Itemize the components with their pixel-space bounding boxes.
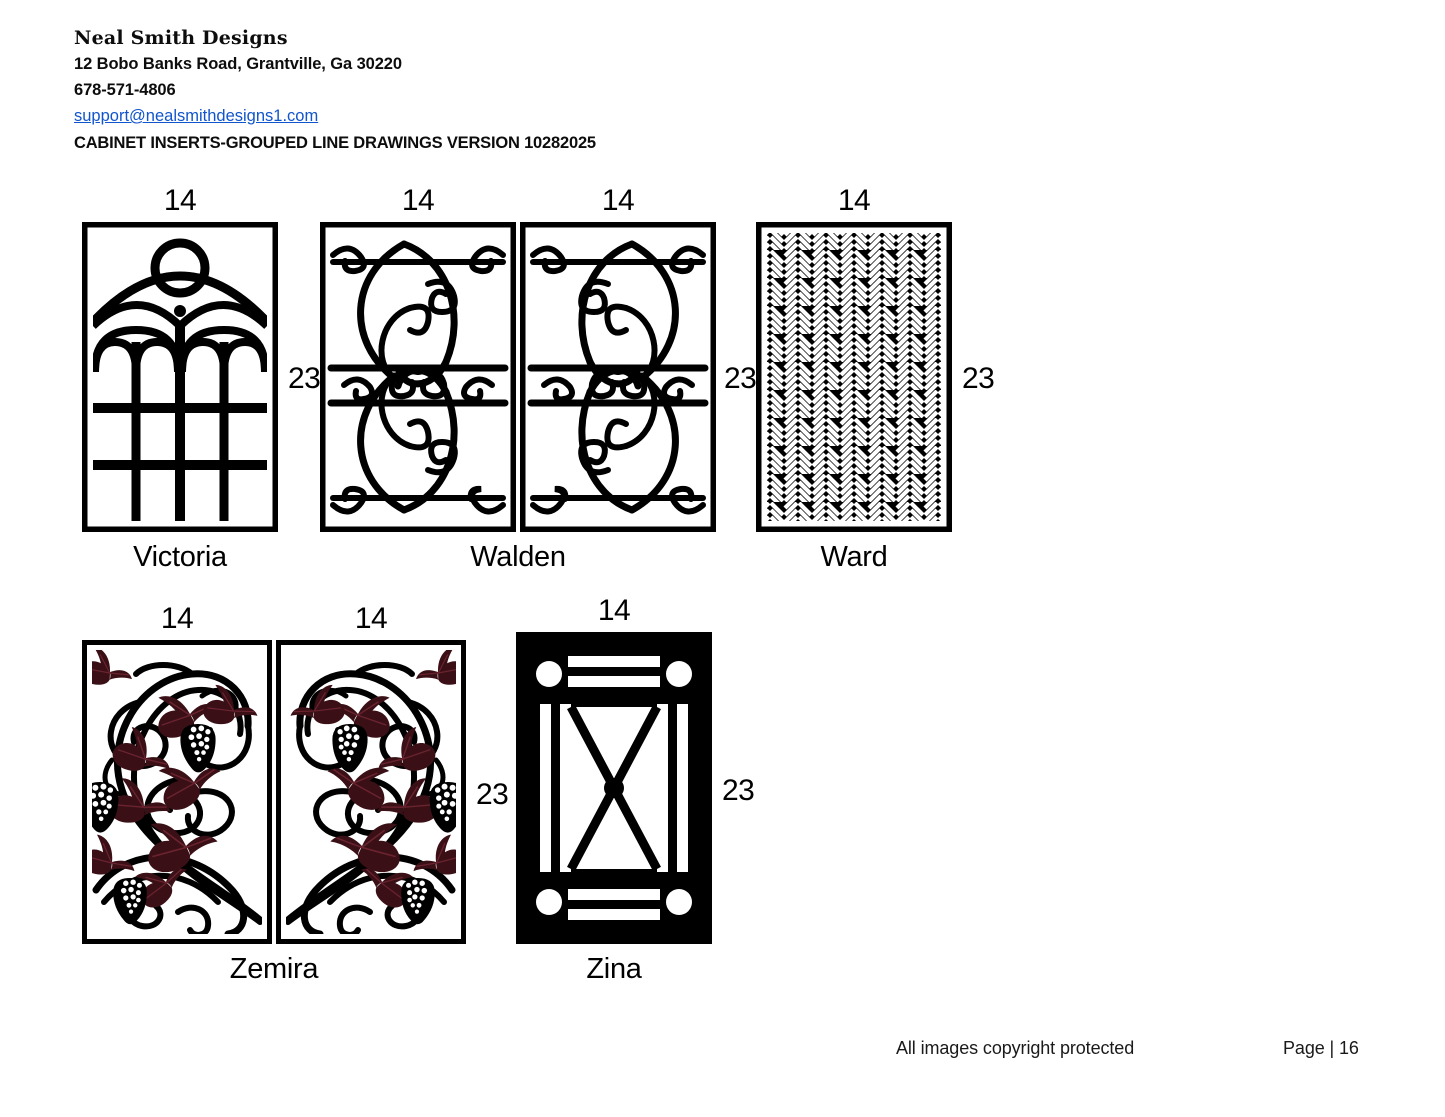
walden-scrollwork-drawing-left: [320, 222, 516, 532]
width-dimension-label: 14: [401, 184, 435, 217]
company-address: 12 Bobo Banks Road, Grantville, Ga 30220: [74, 55, 402, 73]
panel-ward-1[interactable]: 14: [756, 184, 952, 532]
company-name: Neal Smith Designs: [74, 27, 288, 49]
design-name-victoria: Victoria: [133, 541, 227, 573]
width-dimension-label: 14: [354, 602, 388, 635]
design-name-zina: Zina: [586, 953, 642, 985]
design-name-walden: Walden: [470, 541, 566, 573]
walden-scrollwork-drawing-right: [520, 222, 716, 532]
design-name-ward: Ward: [820, 541, 888, 573]
support-email-link[interactable]: support@nealsmithdesigns1.com: [74, 107, 319, 125]
panel-row: 14: [82, 184, 278, 532]
design-group-walden: 14: [320, 184, 757, 573]
panel-row: 14: [756, 184, 952, 532]
zemira-grapevine-drawing-left: [82, 640, 272, 944]
width-dimension-label: 14: [601, 184, 635, 217]
height-dimension-label: 23: [476, 778, 509, 811]
panel-row: 14: [320, 184, 716, 532]
height-dimension-label: 23: [722, 774, 755, 807]
footer-page-number: Page | 16: [1283, 1038, 1359, 1058]
zemira-grapevine-drawing-right: [276, 640, 466, 944]
panel-zemira-2[interactable]: 14: [276, 602, 466, 944]
width-dimension-label: 14: [597, 594, 631, 627]
panel-walden-1[interactable]: 14: [320, 184, 516, 532]
design-group-zina: 14: [516, 594, 755, 985]
design-group-ward: 14: [756, 184, 995, 573]
panel-victoria-1[interactable]: 14: [82, 184, 278, 532]
panel-zina-1[interactable]: 14: [516, 594, 712, 944]
panel-zemira-1[interactable]: 14: [82, 602, 272, 944]
height-dimension-label: 23: [962, 362, 995, 395]
panel-row: 14: [516, 594, 712, 944]
footer-copyright-notice: All images copyright protected: [896, 1038, 1135, 1058]
panel-walden-2[interactable]: 14: [520, 184, 716, 532]
design-group-victoria: 14: [82, 184, 321, 573]
width-dimension-label: 14: [837, 184, 871, 217]
company-phone: 678-571-4806: [74, 81, 176, 99]
panel-row: 14: [82, 602, 466, 944]
height-dimension-label: 23: [724, 362, 757, 395]
catalog-title: CABINET INSERTS-GROUPED LINE DRAWINGS VE…: [74, 134, 596, 152]
design-group-zemira: 14: [82, 602, 509, 985]
ward-basketweave-lattice-drawing: [756, 222, 952, 532]
width-dimension-label: 14: [160, 602, 194, 635]
document-header: Neal Smith Designs 12 Bobo Banks Road, G…: [74, 26, 874, 157]
height-dimension-label: 23: [288, 362, 321, 395]
width-dimension-label: 14: [163, 184, 197, 217]
victoria-gothic-window-drawing: [82, 222, 278, 532]
zina-x-brace-drawing: [516, 632, 712, 944]
design-name-zemira: Zemira: [229, 953, 319, 985]
